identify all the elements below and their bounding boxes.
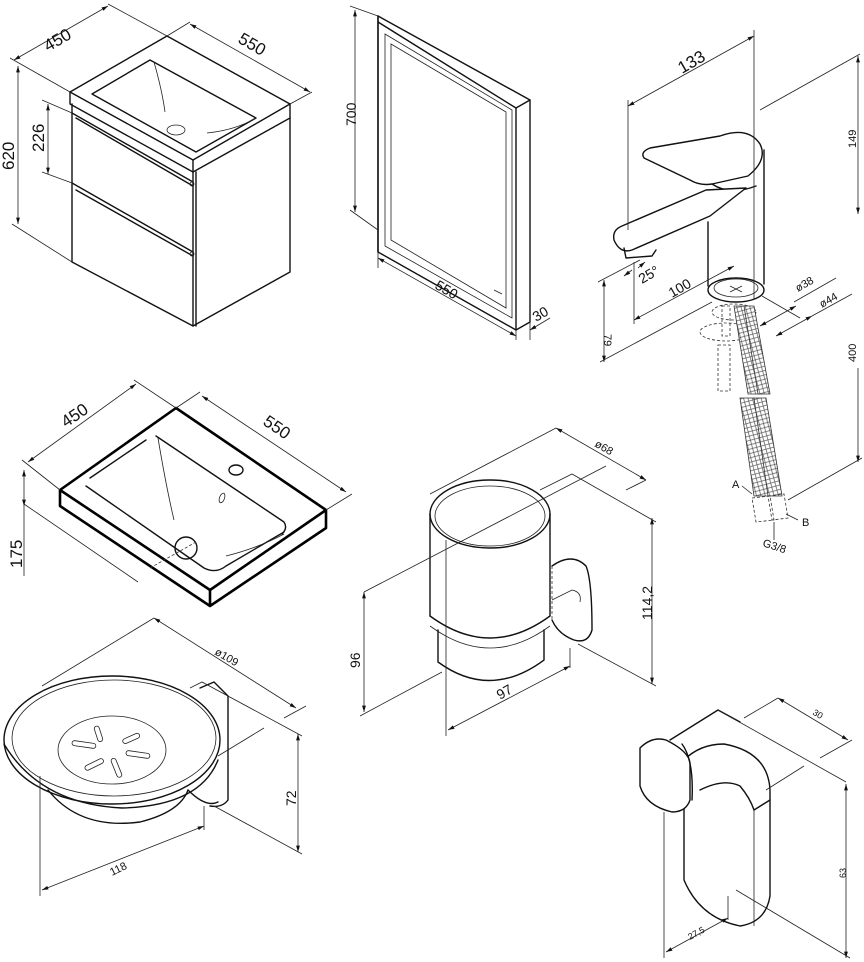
tumbler-projection-label: 97 [494, 681, 516, 703]
mirror-height-label: 700 [343, 102, 359, 126]
faucet-drawing: 133 149 25° 100 79 ø38 ø44 400 A [597, 30, 863, 556]
mirror-depth-label: 30 [530, 303, 552, 325]
hose-b-label: B [802, 517, 809, 529]
washbasin-depth-label: 450 [58, 400, 92, 432]
hook-drawing: 30 63 27,5 [639, 697, 853, 959]
soap-dish-drawing: ø109 72 118 [3, 617, 307, 896]
connection-thread-label: G3/8 [761, 537, 787, 556]
vanity-depth-label: 450 [41, 25, 75, 56]
hose-a-label: A [732, 479, 740, 491]
faucet-spout-height-label: 79 [601, 334, 613, 346]
vanity-width-label: 550 [235, 29, 269, 60]
washbasin-height-label: 175 [7, 540, 26, 568]
mirror-drawing: 700 550 30 [343, 5, 552, 340]
hook-projection-label: 27,5 [686, 925, 706, 942]
faucet-hose-length-label: 400 [847, 344, 859, 362]
faucet-base-diameter-label: ø44 [818, 291, 840, 311]
faucet-reach-label: 133 [675, 47, 709, 78]
tumbler-dimensions: ø68 114,2 96 97 [347, 427, 657, 736]
mirror-width-label: 550 [433, 277, 461, 303]
vanity-drawer-height-label: 226 [29, 124, 48, 152]
vanity-drawing: 450 550 620 226 [0, 3, 313, 327]
tumbler-drawing: ø68 114,2 96 97 [347, 427, 657, 736]
washbasin-dimensions: 450 550 175 [7, 379, 353, 583]
faucet-body [612, 131, 789, 523]
tumbler-glass-height-label: 96 [347, 652, 363, 668]
hook-width-label: 30 [811, 707, 825, 721]
soap-dish-height-label: 72 [283, 790, 299, 806]
tumbler-body [429, 479, 593, 682]
tumbler-height-label: 114,2 [639, 586, 655, 620]
mirror-dimensions: 700 550 30 [343, 5, 552, 340]
faucet-spout-angle-label: 25° [636, 262, 662, 286]
vanity-height-label: 620 [0, 142, 18, 170]
soap-dish-body [3, 675, 229, 825]
faucet-spout-length-label: 100 [666, 275, 694, 301]
faucet-height-label: 149 [847, 130, 859, 148]
mirror-body [377, 15, 531, 331]
soap-dish-diameter-label: ø109 [213, 646, 241, 669]
washbasin-width-label: 550 [260, 412, 294, 444]
tumbler-diameter-label: ø68 [593, 438, 615, 458]
vanity-body [69, 35, 291, 327]
hook-height-label: 63 [838, 868, 848, 878]
hook-body [639, 709, 771, 927]
washbasin-drawing: 450 550 175 [7, 379, 353, 608]
